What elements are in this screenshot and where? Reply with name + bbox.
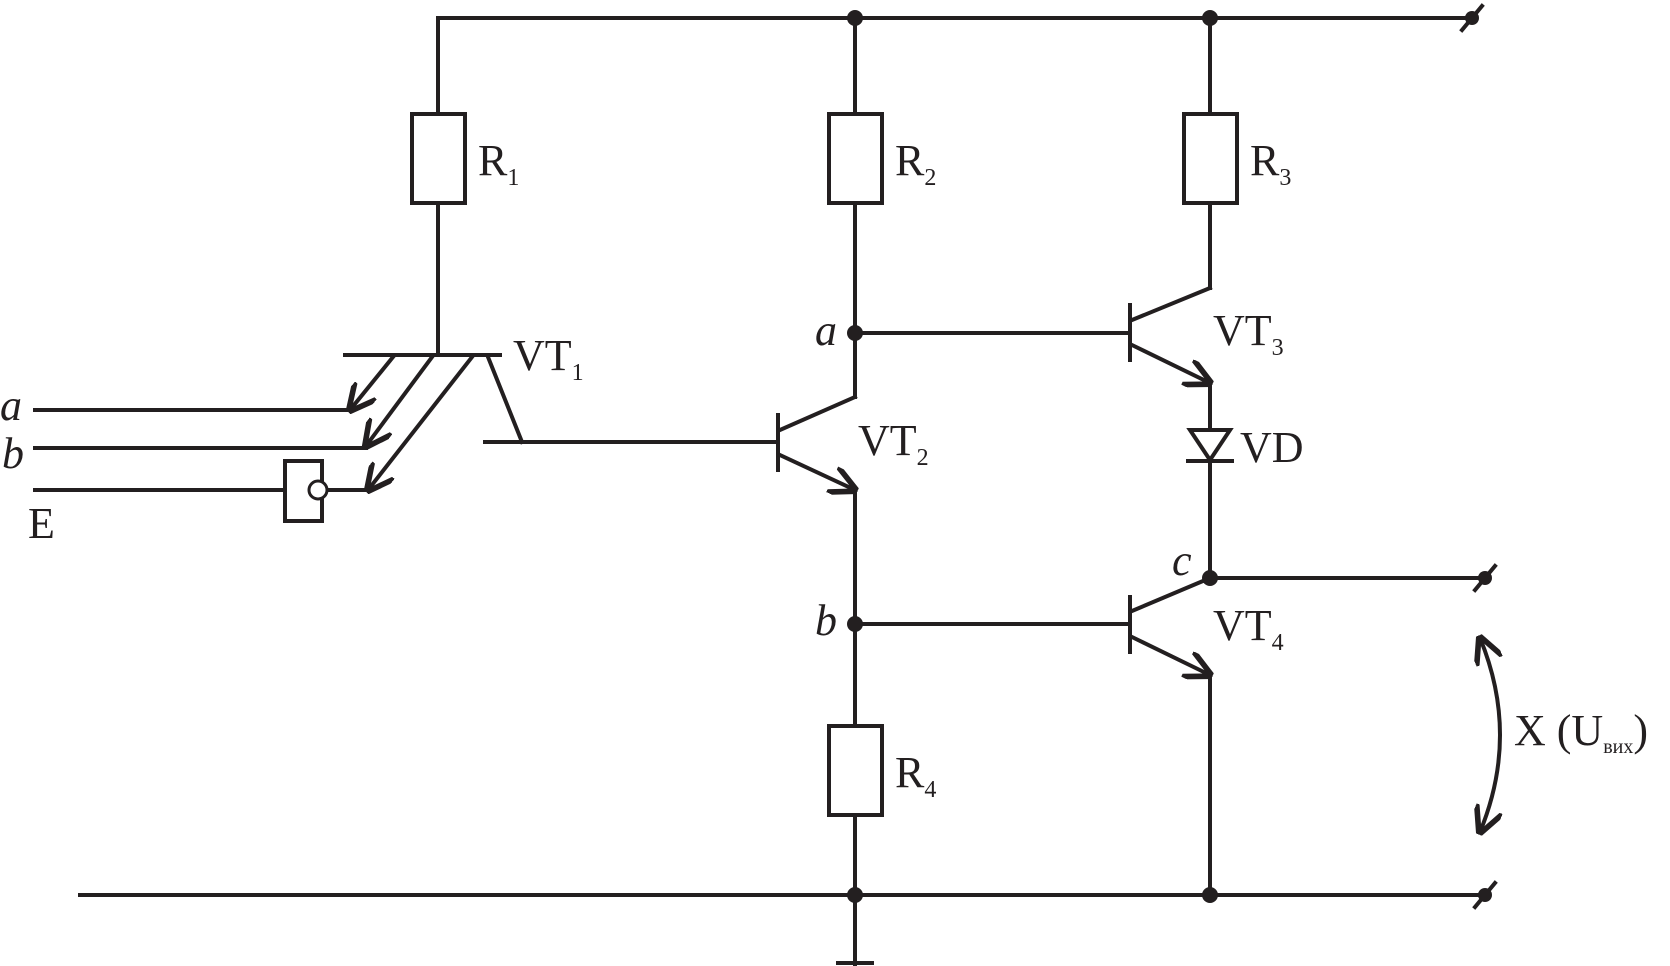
terminal-slash [1459,3,1485,33]
junction-dot [847,887,863,903]
resistor-r2 [827,112,884,205]
node-label-c: c [1172,536,1192,585]
inverter-bubble [307,479,329,501]
label-vt1: VT1 [513,331,584,386]
junction-dot [1202,10,1218,26]
transistor-vt4 [1128,575,1210,897]
input-label-e: E [28,499,55,548]
transistor-vt3 [1128,201,1210,432]
output-label: X (Uвих) [1514,706,1648,758]
label-r3: R3 [1250,136,1291,191]
transistor-vt1 [343,201,525,490]
label-r2: R2 [895,136,936,191]
junction-dot [1202,887,1218,903]
resistor-r4 [827,724,884,817]
resistor-r1 [410,112,467,205]
terminal-slash [1472,880,1498,910]
label-vt3: VT3 [1213,306,1284,361]
terminal-slash [1472,563,1498,593]
label-vt2: VT2 [858,416,929,471]
label-vt4: VT4 [1213,601,1284,656]
resistor-r3 [1182,112,1239,205]
top-rail [436,3,1485,114]
output-voltage-arrow [1480,638,1500,832]
label-vd: VD [1240,423,1304,472]
junction-dot [847,10,863,26]
node-label-b: b [815,596,837,645]
node-label-a: a [815,306,837,355]
input-label-b: b [2,429,24,478]
label-r1: R1 [478,136,519,191]
input-label-a: a [0,381,22,430]
diode-vd [1186,428,1234,580]
bottom-rail [78,880,1498,910]
label-r4: R4 [895,748,936,803]
